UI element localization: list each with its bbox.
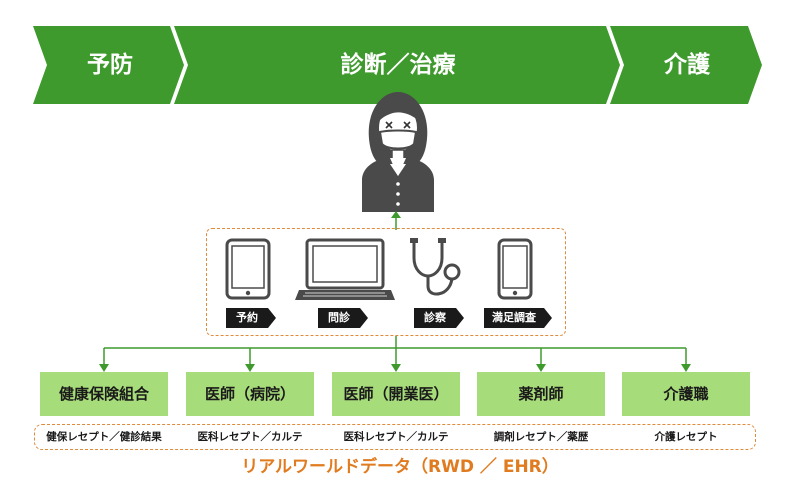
data-type-doctor-hospital: 医科レセプト／カルテ [197, 431, 303, 443]
stage-label-prevention: 予防 [87, 52, 133, 78]
stakeholder-doctor-clinic: 医師（開業医） [332, 372, 460, 416]
stage-label-care: 介護 [664, 52, 710, 78]
stakeholder-care-worker: 介護職 [622, 372, 750, 416]
device-touchpoints-box [206, 228, 566, 336]
data-type-health-insurance: 健保レセプト／健診結果 [46, 431, 162, 443]
data-type-doctor-clinic: 医科レセプト／カルテ [343, 431, 449, 443]
laptop-icon [295, 238, 395, 300]
device-tag-interview: 問診 [318, 308, 368, 328]
stage-label-diagnosis: 診断／治療 [340, 52, 456, 78]
stakeholder-pharmacist: 薬剤師 [477, 372, 605, 416]
data-type-pharmacist: 調剤レセプト／薬歴 [493, 431, 589, 443]
rwd-title: リアルワールドデータ（RWD ／ EHR） [241, 457, 559, 477]
device-tag-examination: 診察 [414, 308, 464, 328]
stage-chevron-diagnosis [174, 26, 620, 104]
stethoscope-icon [410, 238, 461, 296]
stakeholder-doctor-hospital: 医師（病院） [186, 372, 314, 416]
device-tag-reservation: 予約 [226, 308, 276, 328]
stage-chevron-care [610, 26, 762, 104]
tablet-icon [225, 238, 271, 300]
stage-chevron-prevention [33, 26, 184, 104]
stage-banner: 予防 診断／治療 介護 [0, 26, 800, 104]
stakeholder-health-insurance-union: 健康保険組合 [40, 372, 168, 416]
device-tag-satisfaction-survey: 満足調査 [484, 308, 552, 328]
arrow-to-patient [391, 211, 401, 230]
rwd-data-box [34, 424, 756, 450]
stakeholder-connectors [99, 336, 691, 372]
patient-icon [362, 92, 434, 212]
data-type-care-worker: 介護レセプト [654, 431, 718, 443]
stage-banner-shapes [33, 26, 762, 104]
smartphone-icon [497, 238, 533, 300]
